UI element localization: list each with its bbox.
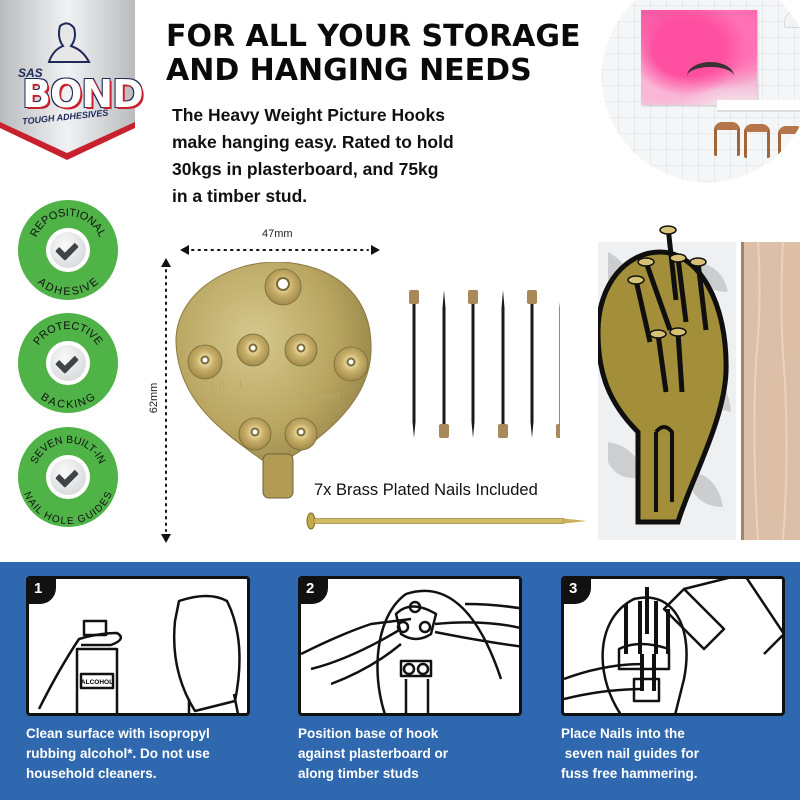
brass-nail-image <box>306 512 587 530</box>
headline-line: FOR ALL YOUR STORAGE <box>166 19 581 54</box>
step-illustration: 2 <box>298 576 522 716</box>
intro-line: 30kgs in plasterboard, and 75kg <box>172 159 439 179</box>
intro-description: The Heavy Weight Picture Hooks make hang… <box>172 102 454 210</box>
step-text: Position base of hook against plasterboa… <box>298 726 449 781</box>
room-photo <box>602 0 800 182</box>
brand-name: BOND <box>22 72 144 116</box>
svg-text:ALCOHOL: ALCOHOL <box>81 679 113 686</box>
badge-protective-backing: PROTECTIVE BACKING <box>18 313 118 413</box>
clean-surface-illustration: ALCOHOL <box>37 594 241 713</box>
hook-installation-diagram <box>598 225 800 541</box>
brand-prefix: SAS <box>18 66 43 80</box>
position-hook-illustration <box>301 589 519 713</box>
check-icon <box>54 463 80 489</box>
step-number: 3 <box>564 579 591 604</box>
step-illustration: ALCOHOL 1 <box>26 576 250 716</box>
kitchen-counter <box>717 100 800 112</box>
banner-shape <box>0 0 135 160</box>
hammer-nails-illustration <box>564 579 782 713</box>
step-1: ALCOHOL 1 Clean surface with isopropyl r… <box>26 576 250 784</box>
brand-logo-banner: SAS BOND TOUGH ADHESIVES <box>0 0 144 160</box>
height-dimension-arrow <box>161 258 171 543</box>
step-2: 2 Position base of hook against plasterb… <box>298 576 522 784</box>
step-text: Place Nails into the seven nail guides f… <box>561 726 700 781</box>
check-icon <box>54 349 80 375</box>
badge-repositional-adhesive: REPOSITIONAL ADHESIVE <box>18 200 118 300</box>
nails-caption: 7x Brass Plated Nails Included <box>314 481 538 499</box>
bar-stool <box>714 122 740 156</box>
bar-stool <box>744 124 770 158</box>
hook-stamp-brand: by NoStud <box>298 391 340 402</box>
height-dimension-label: 62mm <box>148 382 160 414</box>
step-illustration: 3 <box>561 576 785 716</box>
picture-hook-image <box>175 262 372 499</box>
width-dimension-arrow <box>180 245 380 255</box>
hung-painting <box>641 10 757 105</box>
bar-stool <box>778 126 800 160</box>
badge-nail-hole-guides: SEVEN BUILT-IN NAIL HOLE GUIDES <box>18 427 118 527</box>
width-dimension-label: 47mm <box>262 228 293 240</box>
nails-image <box>409 290 560 438</box>
pendant-lamp <box>784 10 800 28</box>
svg-text:BACKING: BACKING <box>38 391 97 411</box>
intro-line: The Heavy Weight Picture Hooks <box>172 105 445 125</box>
check-icon <box>54 236 80 262</box>
step-3: 3 Place Nails into the seven nail guides… <box>561 576 785 784</box>
intro-line: make hanging easy. Rated to hold <box>172 132 454 152</box>
step-text: Clean surface with isopropyl rubbing alc… <box>26 726 210 781</box>
headline-line: AND HANGING NEEDS <box>166 53 532 88</box>
page-title: FOR ALL YOUR STORAGE AND HANGING NEEDS <box>166 20 581 88</box>
hook-stamp: 2 in 1 <box>192 378 248 393</box>
intro-line: in a timber stud. <box>172 186 308 206</box>
svg-text:ADHESIVE: ADHESIVE <box>35 276 101 298</box>
